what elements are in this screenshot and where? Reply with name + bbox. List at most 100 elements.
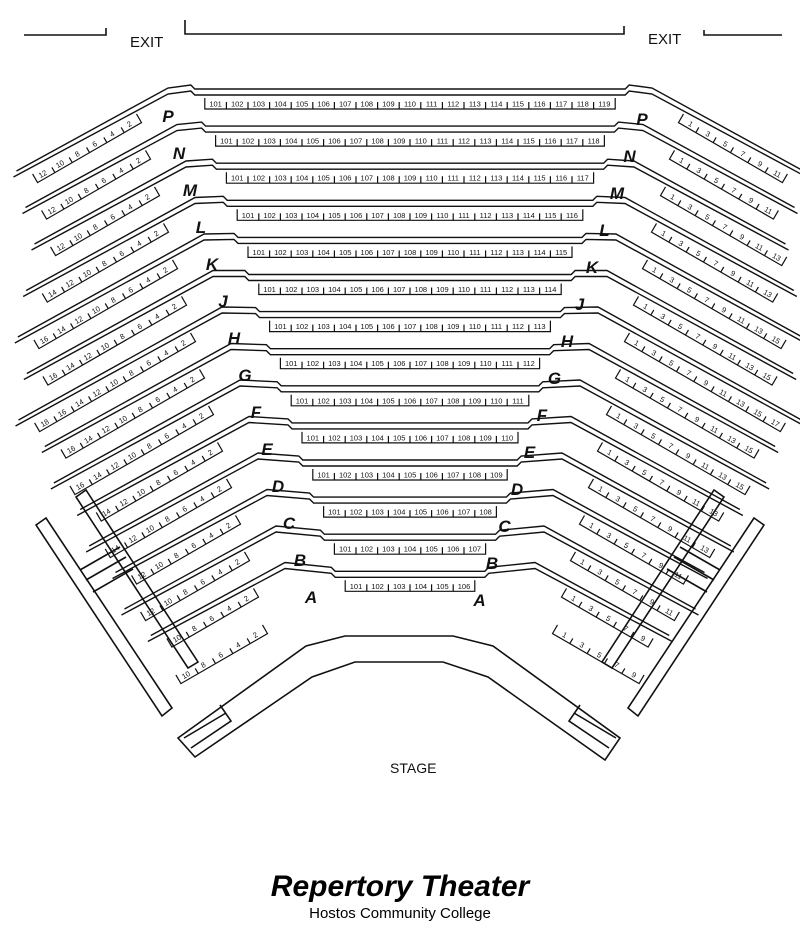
seat-number: 116 [555, 174, 567, 183]
seat-number: 114 [490, 100, 502, 109]
row-letter-left: B [294, 551, 306, 570]
seat-number: 106 [458, 582, 471, 591]
seat-number: 1 [687, 119, 695, 129]
seat-number: 116 [566, 211, 578, 220]
seat-number: 2 [215, 484, 223, 494]
seat-number: 8 [163, 514, 171, 524]
seat-number: 3 [605, 531, 613, 541]
seat-number: 114 [534, 248, 546, 257]
seat-number: 7 [685, 368, 693, 378]
seat-number: 105 [328, 211, 341, 220]
seat-divider [202, 538, 207, 545]
seat-number: 4 [216, 567, 224, 577]
seat-number: 5 [658, 395, 666, 405]
seat-number: 110 [469, 322, 481, 331]
seat-divider [639, 595, 644, 601]
seat-number: 1 [561, 630, 569, 640]
seat-number: 2 [134, 156, 142, 166]
seat-number: 104 [393, 508, 406, 517]
seat-number: 106 [447, 545, 460, 554]
seat-divider [51, 167, 56, 173]
seat-number: 9 [738, 232, 746, 242]
left-passage-line [92, 568, 134, 593]
seat-divider [686, 163, 691, 170]
side-seat-strip [677, 113, 788, 184]
center-seat-strip [247, 246, 573, 258]
seat-divider [68, 157, 73, 163]
seat-divider [641, 346, 646, 352]
seat-number: 16 [65, 444, 77, 456]
seat-divider [156, 273, 161, 279]
seat-number: 111 [501, 359, 512, 368]
seat-divider [603, 658, 608, 664]
seat-number: 13 [735, 397, 747, 409]
seat-divider [675, 366, 680, 372]
seat-number: 111 [512, 396, 523, 405]
seat-number: 2 [251, 630, 259, 640]
row-letter-left: K [206, 255, 220, 274]
seat-number: 101 [296, 396, 309, 405]
seat-number: 9 [693, 415, 701, 425]
seat-number: 111 [447, 174, 458, 183]
seat-number: 8 [145, 441, 153, 451]
seat-divider [745, 406, 750, 412]
seat-number: 106 [382, 322, 395, 331]
seat-number: 15 [743, 444, 755, 456]
seat-number: 115 [534, 174, 546, 183]
seat-divider [738, 193, 743, 200]
seat-divider [648, 475, 653, 482]
seat-divider [60, 203, 65, 210]
seat-number: 104 [404, 545, 417, 554]
seat-number: 6 [172, 468, 180, 478]
seat-divider [667, 319, 672, 326]
seat-number: 5 [685, 285, 693, 295]
seat-divider [229, 648, 234, 654]
seat-divider [675, 449, 680, 455]
seat-number: 12 [37, 168, 49, 180]
seat-divider [185, 631, 190, 638]
row-letter-left: F [251, 403, 262, 422]
seat-divider [685, 246, 690, 253]
seat-divider [695, 127, 700, 133]
seat-number: 6 [118, 249, 126, 259]
tier-wall [50, 385, 770, 490]
seat-number: 7 [658, 478, 666, 488]
seat-number: 4 [126, 202, 134, 212]
seat-divider [727, 396, 732, 402]
seat-number: 117 [566, 137, 578, 146]
seat-number: 4 [153, 312, 161, 322]
seat-divider [79, 359, 84, 366]
seat-number: 104 [317, 248, 330, 257]
side-seat-strip [140, 551, 251, 622]
seat-number: 118 [577, 100, 589, 109]
seat-divider [193, 502, 198, 508]
seat-number: 114 [512, 174, 524, 183]
row-letter-right: A [472, 591, 485, 610]
seat-number: 8 [127, 368, 135, 378]
seat-number: 105 [317, 174, 330, 183]
seat-number: 113 [523, 285, 535, 294]
seat-divider [659, 273, 664, 279]
side-seat-strip [95, 442, 224, 522]
side-seat-strip [659, 186, 788, 267]
seat-divider [657, 439, 662, 445]
seat-number: 103 [382, 545, 395, 554]
seat-number: 104 [371, 433, 384, 442]
seat-number: 104 [296, 174, 309, 183]
seat-divider [700, 505, 705, 512]
seat-number: 101 [220, 137, 233, 146]
seat-divider [648, 558, 653, 565]
seat-number: 3 [623, 458, 631, 468]
seat-number: 1 [606, 448, 614, 458]
seat-number: 103 [328, 359, 341, 368]
seat-divider [632, 382, 637, 389]
seat-number: 101 [285, 359, 298, 368]
stage-left-step [183, 712, 227, 739]
seat-divider [736, 442, 741, 449]
seat-number: 6 [100, 176, 108, 186]
seat-divider [668, 236, 673, 243]
seat-number: 4 [198, 494, 206, 504]
